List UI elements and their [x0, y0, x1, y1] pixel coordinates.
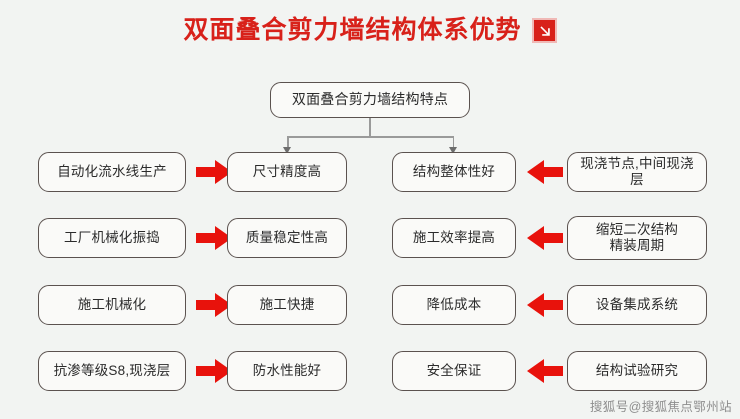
watermark: 搜狐号@搜狐焦点鄂州站 — [589, 400, 732, 414]
root-node-label: 双面叠合剪力墙结构特点 — [291, 91, 449, 108]
node-left-cause-4: 抗渗等级S8,现浇层 — [38, 351, 186, 391]
node-label: 尺寸精度高 — [252, 163, 322, 179]
connector-arrowhead-left — [283, 147, 292, 154]
node-label: 安全保证 — [426, 362, 482, 378]
node-left-effect-4: 防水性能好 — [227, 351, 347, 391]
node-label: 设备集成系统 — [595, 296, 679, 312]
node-label: 自动化流水线生产 — [57, 163, 167, 179]
node-label: 施工效率提高 — [412, 229, 496, 245]
node-label: 施工快捷 — [259, 296, 315, 312]
node-label: 降低成本 — [426, 296, 482, 312]
node-label: 施工机械化 — [77, 296, 147, 312]
arrow-left-icon-row-4 — [527, 358, 563, 384]
arrow-right-icon-row-1 — [196, 159, 232, 185]
arrow-right-icon-row-3 — [196, 292, 232, 318]
node-left-effect-2: 质量稳定性高 — [227, 218, 347, 258]
node-label: 防水性能好 — [252, 362, 322, 378]
node-left-cause-3: 施工机械化 — [38, 285, 186, 325]
node-label: 结构整体性好 — [412, 163, 496, 179]
node-right-effect-1: 结构整体性好 — [392, 152, 516, 192]
node-right-cause-3: 设备集成系统 — [567, 285, 707, 325]
node-right-cause-2: 缩短二次结构 精装周期 — [567, 216, 707, 260]
connector-drop-left — [287, 136, 289, 148]
node-label: 结构试验研究 — [595, 362, 679, 378]
page-title-text: 双面叠合剪力墙结构体系优势 — [183, 16, 522, 44]
root-node: 双面叠合剪力墙结构特点 — [270, 82, 470, 118]
arrow-down-right-icon — [531, 18, 557, 43]
node-right-cause-1: 现浇节点,中间现浇层 — [567, 152, 707, 192]
node-right-effect-3: 降低成本 — [392, 285, 516, 325]
node-left-effect-1: 尺寸精度高 — [227, 152, 347, 192]
node-left-cause-1: 自动化流水线生产 — [38, 152, 186, 192]
arrow-right-icon-row-2 — [196, 225, 232, 251]
arrow-left-icon-row-2 — [527, 225, 563, 251]
node-right-cause-4: 结构试验研究 — [567, 351, 707, 391]
connector-stem — [369, 118, 371, 136]
arrow-left-icon-row-3 — [527, 292, 563, 318]
node-left-effect-3: 施工快捷 — [227, 285, 347, 325]
arrow-left-icon-row-1 — [527, 159, 563, 185]
node-label: 工厂机械化振捣 — [64, 229, 160, 245]
node-label: 缩短二次结构 精装周期 — [595, 221, 679, 253]
connector-arrowhead-right — [448, 147, 457, 154]
connector-drop-right — [452, 136, 455, 148]
node-right-effect-2: 施工效率提高 — [392, 218, 516, 258]
node-label: 抗渗等级S8,现浇层 — [53, 362, 171, 378]
node-left-cause-2: 工厂机械化振捣 — [38, 218, 186, 258]
arrow-right-icon-row-4 — [196, 358, 232, 384]
node-right-effect-4: 安全保证 — [392, 351, 516, 391]
page-title: 双面叠合剪力墙结构体系优势 — [0, 18, 740, 43]
node-label: 质量稳定性高 — [245, 229, 329, 245]
node-label: 现浇节点,中间现浇层 — [580, 155, 694, 187]
connector-bar — [287, 136, 454, 138]
